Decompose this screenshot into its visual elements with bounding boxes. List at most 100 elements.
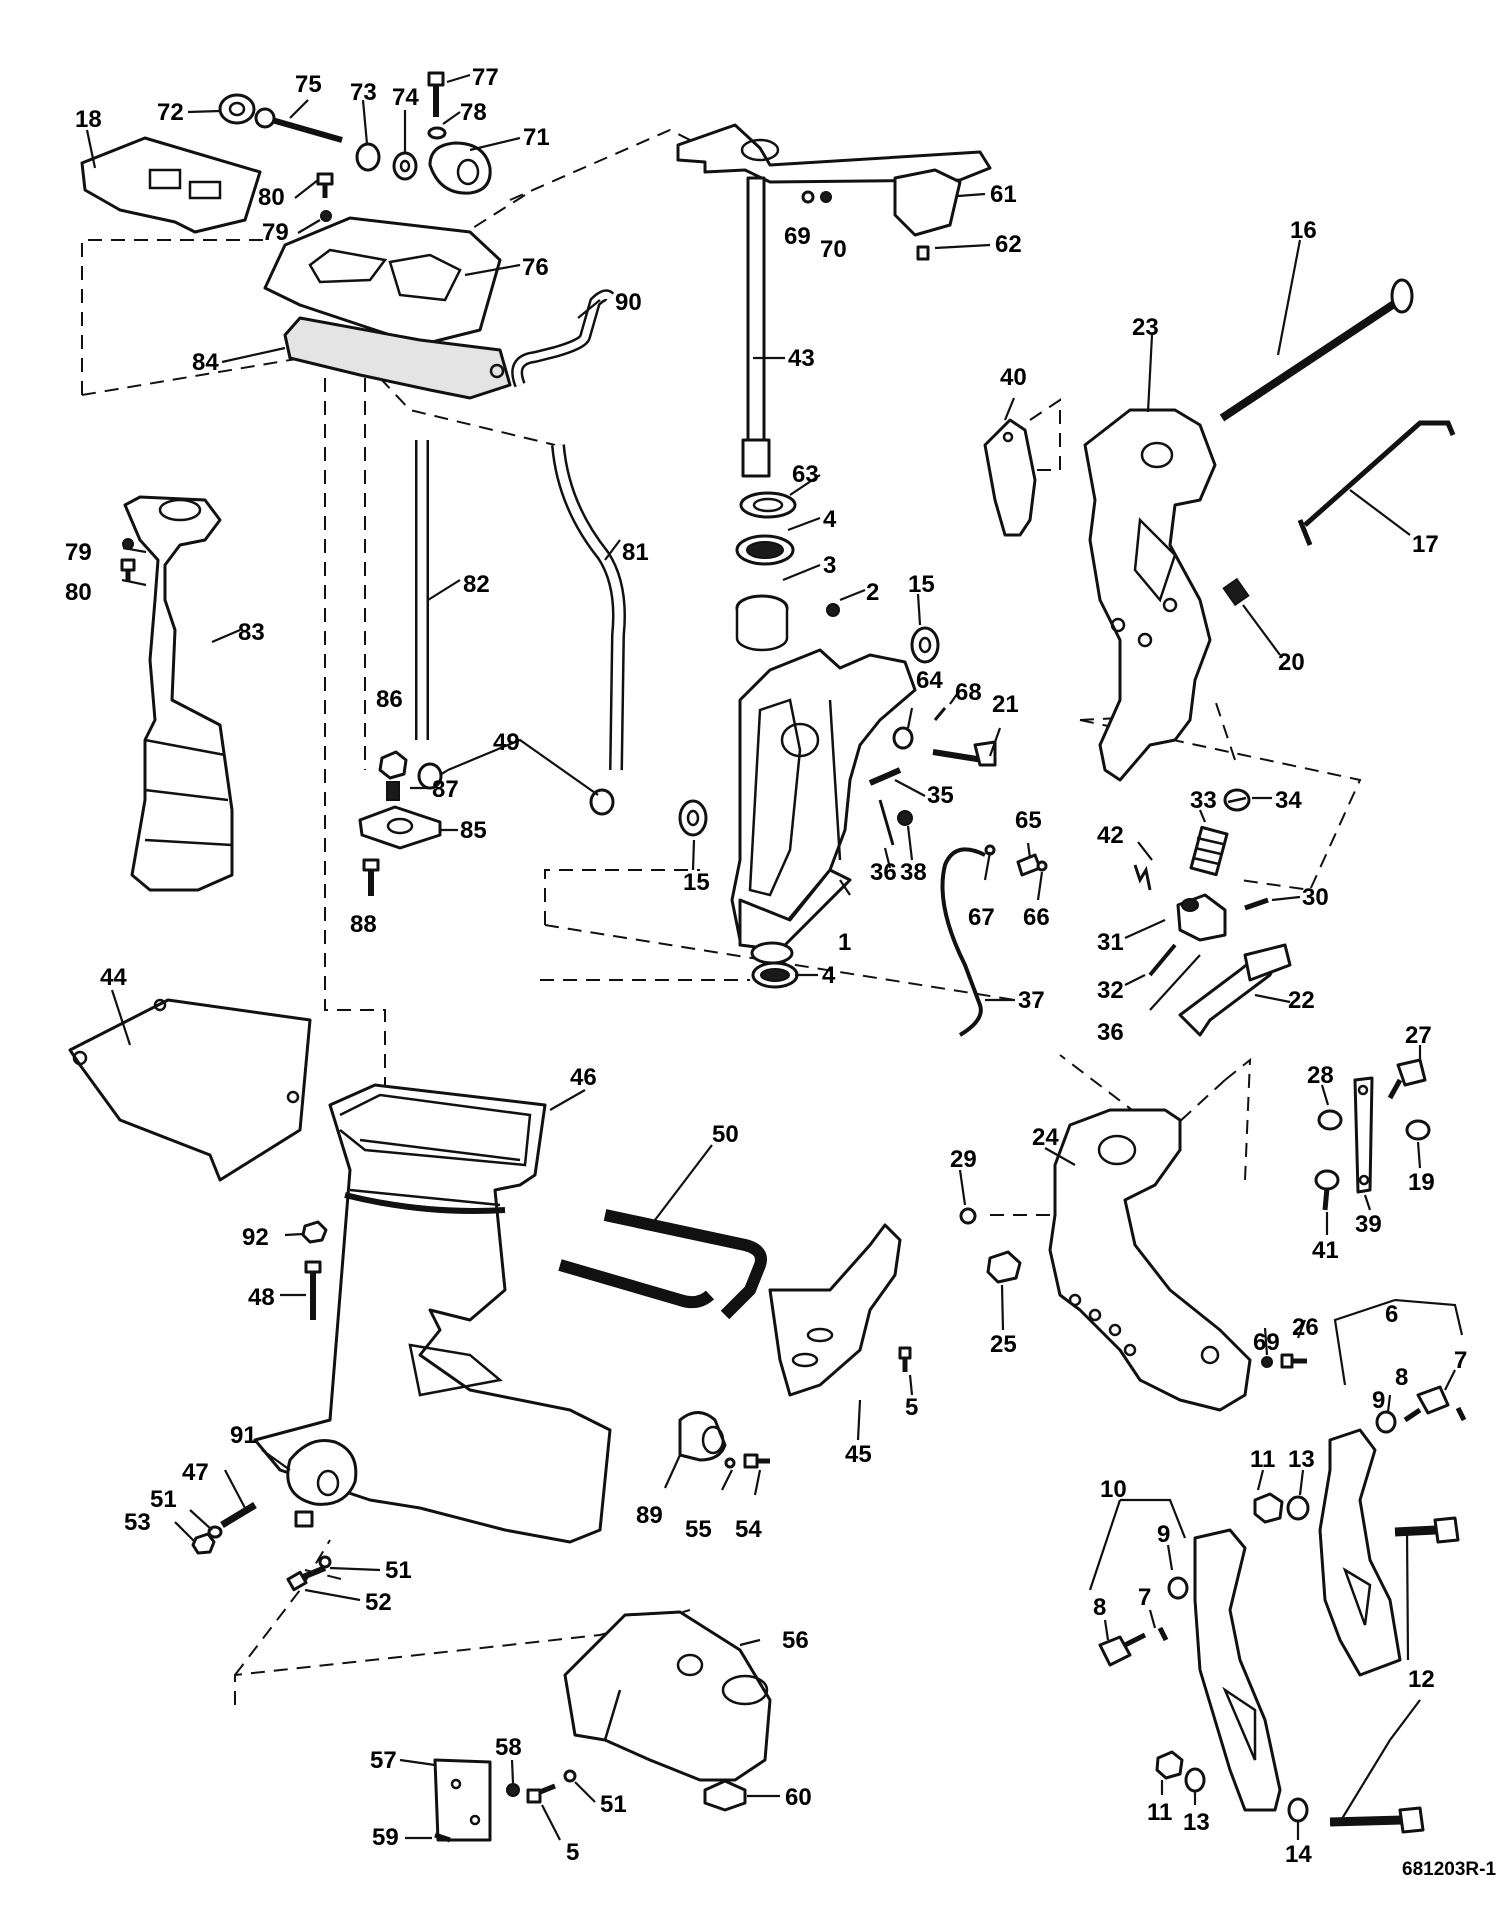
callout-79-side: 79 — [65, 539, 92, 566]
screw-41 — [1314, 1169, 1340, 1211]
parts-artwork — [68, 71, 1467, 1843]
screw-8-right — [1403, 1385, 1450, 1423]
lockwasher-69-lower — [1261, 1356, 1273, 1368]
callout-77: 77 — [472, 64, 499, 91]
screw-48 — [304, 1260, 322, 1320]
tilt-lock-31 — [1176, 893, 1227, 942]
callout-70: 70 — [820, 236, 847, 263]
washer-74 — [392, 151, 418, 181]
driveshaft-housing-46 — [253, 1083, 612, 1544]
nut-70 — [820, 191, 832, 203]
callout-8-right: 8 — [1395, 1364, 1408, 1391]
screw-88 — [362, 858, 380, 896]
callout-72: 72 — [157, 99, 184, 126]
clip-66 — [1036, 860, 1048, 872]
callout-68: 68 — [955, 679, 982, 706]
callout-38: 38 — [900, 859, 927, 886]
callout-33: 33 — [1190, 787, 1217, 814]
callout-36-right: 36 — [1097, 1019, 1124, 1046]
callout-24: 24 — [1032, 1124, 1059, 1151]
callout-63: 63 — [792, 461, 819, 488]
callout-20: 20 — [1278, 649, 1305, 676]
callout-62: 62 — [995, 231, 1022, 258]
callout-4-lower: 4 — [822, 962, 836, 989]
callout-30: 30 — [1302, 884, 1329, 911]
water-tube-81 — [551, 444, 626, 771]
callout-5-lower: 5 — [566, 1839, 579, 1866]
washer-14 — [1287, 1797, 1309, 1823]
callout-25: 25 — [990, 1331, 1017, 1358]
screw-27 — [1387, 1058, 1427, 1100]
plate-85 — [358, 805, 442, 850]
seal-4-lower — [751, 961, 799, 989]
callout-18: 18 — [75, 106, 102, 133]
callout-50: 50 — [712, 1121, 739, 1148]
callout-53: 53 — [124, 1509, 151, 1536]
callout-43: 43 — [788, 345, 815, 372]
nut-11-right — [1253, 1492, 1284, 1524]
callout-28: 28 — [1307, 1062, 1334, 1089]
callout-5-cover: 5 — [905, 1394, 918, 1421]
bushing-64 — [892, 726, 914, 750]
screw-12-lower — [1329, 1806, 1425, 1834]
callout-2: 2 — [866, 579, 879, 606]
callout-82: 82 — [463, 571, 490, 598]
screw-26 — [1280, 1353, 1307, 1369]
screw-59 — [434, 1832, 451, 1843]
callout-labels: 1 2 3 4 4 5 5 6 7 7 8 8 9 9 10 11 11 12 … — [65, 64, 1496, 1880]
callout-51-b: 51 — [385, 1557, 412, 1584]
washer-19 — [1405, 1119, 1431, 1141]
callout-34: 34 — [1275, 787, 1302, 814]
callout-86: 86 — [376, 686, 403, 713]
steering-arm — [676, 123, 992, 184]
callout-91: 91 — [230, 1422, 257, 1449]
nut-38 — [897, 810, 913, 826]
stud-47 — [220, 1502, 257, 1528]
callout-57: 57 — [370, 1747, 397, 1774]
callout-13-left: 13 — [1183, 1809, 1210, 1836]
callout-15-right: 15 — [908, 571, 935, 598]
callout-22: 22 — [1288, 987, 1315, 1014]
callout-92: 92 — [242, 1224, 269, 1251]
callout-35: 35 — [927, 782, 954, 809]
washer-28 — [1317, 1109, 1343, 1131]
callout-10: 10 — [1100, 1476, 1127, 1503]
pin-68 — [933, 707, 947, 721]
washer-55 — [724, 1457, 736, 1469]
callout-11-right: 11 — [1250, 1446, 1275, 1473]
link-37 — [940, 847, 986, 1037]
pin-7-left — [1157, 1626, 1169, 1642]
exhaust-housing-83 — [123, 495, 234, 892]
callout-17: 17 — [1412, 531, 1439, 558]
callout-81: 81 — [622, 539, 649, 566]
callout-14: 14 — [1285, 1841, 1312, 1868]
screw-8-left — [1098, 1632, 1147, 1667]
stern-bracket-23 — [1083, 408, 1217, 782]
pin-35 — [868, 767, 902, 786]
callout-23: 23 — [1132, 314, 1159, 341]
nut-11-left — [1155, 1750, 1184, 1780]
callout-11-left: 11 — [1147, 1799, 1172, 1826]
callout-42: 42 — [1097, 822, 1124, 849]
callout-16: 16 — [1290, 217, 1317, 244]
callout-41: 41 — [1312, 1237, 1339, 1264]
link-39 — [1353, 1076, 1374, 1194]
plate-57 — [433, 1758, 492, 1842]
nut-92 — [301, 1220, 328, 1244]
callout-56: 56 — [782, 1627, 809, 1654]
callout-45: 45 — [845, 1441, 872, 1468]
callout-61: 61 — [990, 181, 1017, 208]
clamp-bracket-10 — [1193, 1528, 1282, 1812]
screw-5-cover — [898, 1346, 912, 1372]
bracket-61 — [893, 168, 962, 237]
bushing-3 — [735, 594, 789, 652]
grommet-89 — [678, 1411, 727, 1462]
callout-26: 26 — [1292, 1314, 1319, 1341]
latch-plate-40 — [983, 418, 1037, 537]
callout-21: 21 — [992, 691, 1019, 718]
callout-7-right: 7 — [1454, 1347, 1467, 1374]
callout-6: 6 — [1385, 1301, 1398, 1328]
assembly-guide-lines — [81, 128, 1362, 1705]
callout-80-upper: 80 — [258, 184, 285, 211]
